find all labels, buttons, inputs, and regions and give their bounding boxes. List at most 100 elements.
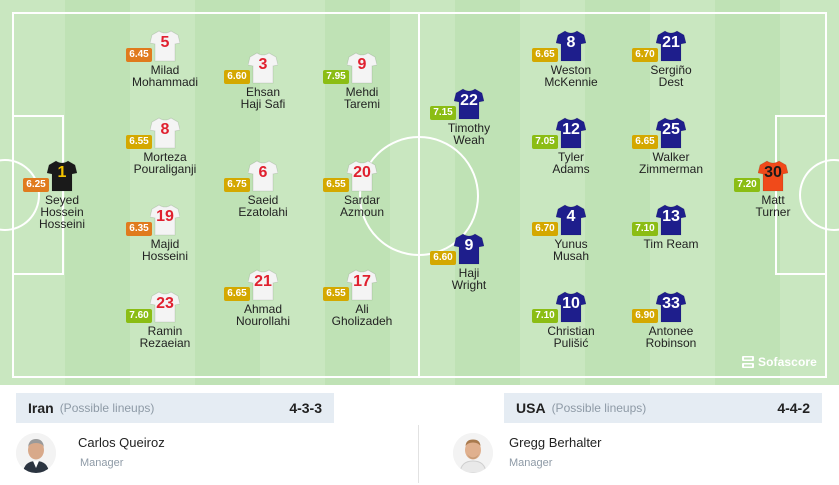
player-name: Haji Wright [451,266,487,292]
player-rating-badge: 6.65 [632,135,658,149]
player-rating-badge: 6.45 [126,48,152,62]
player-name: Ehsan Haji Safi [240,85,286,111]
player-rating-badge: 6.70 [532,222,558,236]
player-rating-badge: 6.55 [126,135,152,149]
away-team-bar[interactable]: USA (Possible lineups) 4-4-2 [504,393,822,423]
player-name: Ahmad Nourollahi [235,302,291,328]
away-team-name: USA [516,400,546,416]
away-manager-name: Gregg Berhalter [509,434,602,450]
home-formation: 4-3-3 [289,400,322,416]
player-rating-badge: 7.10 [532,309,558,323]
player-rating-badge: 7.20 [734,178,760,192]
player-name: Matt Turner [755,193,791,219]
away-manager[interactable]: Gregg Berhalter Manager [453,425,602,480]
player-name: Tyler Adams [552,150,590,176]
jersey-number: 9 [464,237,474,254]
player-rating-badge: 6.75 [224,178,250,192]
jersey-number: 17 [353,273,371,290]
jersey-number: 33 [662,295,680,312]
player-name: Mehdi Taremi [343,85,380,111]
player-rating-badge: 7.10 [632,222,658,236]
jersey-number: 30 [764,164,782,181]
player-rating-badge: 6.25 [23,178,49,192]
player-rating-badge: 6.55 [323,178,349,192]
jersey-number: 13 [662,208,680,225]
player-name: Walker Zimmerman [638,150,703,176]
jersey-number: 20 [353,164,371,181]
jersey-number: 12 [562,121,580,138]
player-name: Ramin Rezaeian [139,324,191,350]
manager-divider [418,425,419,483]
home-team-name: Iran [28,400,54,416]
player-name: Sardar Azmoun [339,193,385,219]
home-lineup-status: (Possible lineups) [59,401,155,415]
player-name: Antonee Robinson [645,324,697,350]
jersey-number: 21 [662,34,680,51]
jersey-number: 4 [566,208,576,225]
player-rating-badge: 7.15 [430,106,456,120]
jersey-number: 9 [357,56,367,73]
player-rating-badge: 6.65 [532,48,558,62]
player-rating-badge: 6.90 [632,309,658,323]
away-formation: 4-4-2 [777,400,810,416]
jersey-number: 6 [258,164,268,181]
player-name: Milad Mohammadi [131,63,199,89]
player-rating-badge: 6.60 [224,70,250,84]
player-name: Weston McKennie [544,63,598,89]
player-rating-badge: 7.60 [126,309,152,323]
sofascore-icon [742,356,754,368]
jersey-number: 1 [57,164,67,181]
home-manager[interactable]: Carlos Queiroz Manager [16,425,165,480]
jersey-number: 10 [562,295,580,312]
jersey-number: 21 [254,273,272,290]
jersey-number: 22 [460,92,478,109]
home-team-bar[interactable]: Iran (Possible lineups) 4-3-3 [16,393,334,423]
home-manager-name: Carlos Queiroz [78,434,165,450]
player-name: Majid Hosseini [141,237,189,263]
player-rating-badge: 6.55 [323,287,349,301]
away-lineup-status: (Possible lineups) [551,401,647,415]
player-name: Ali Gholizadeh [331,302,393,328]
sofascore-logo: Sofascore [741,355,817,369]
away-manager-role: Manager [509,456,553,469]
player-name: Yunus Musah [552,237,590,263]
player-name: Christian Pulišić [547,324,595,350]
home-manager-role: Manager [80,456,124,469]
player-name: Seyed Hossein Hosseini [38,193,86,231]
